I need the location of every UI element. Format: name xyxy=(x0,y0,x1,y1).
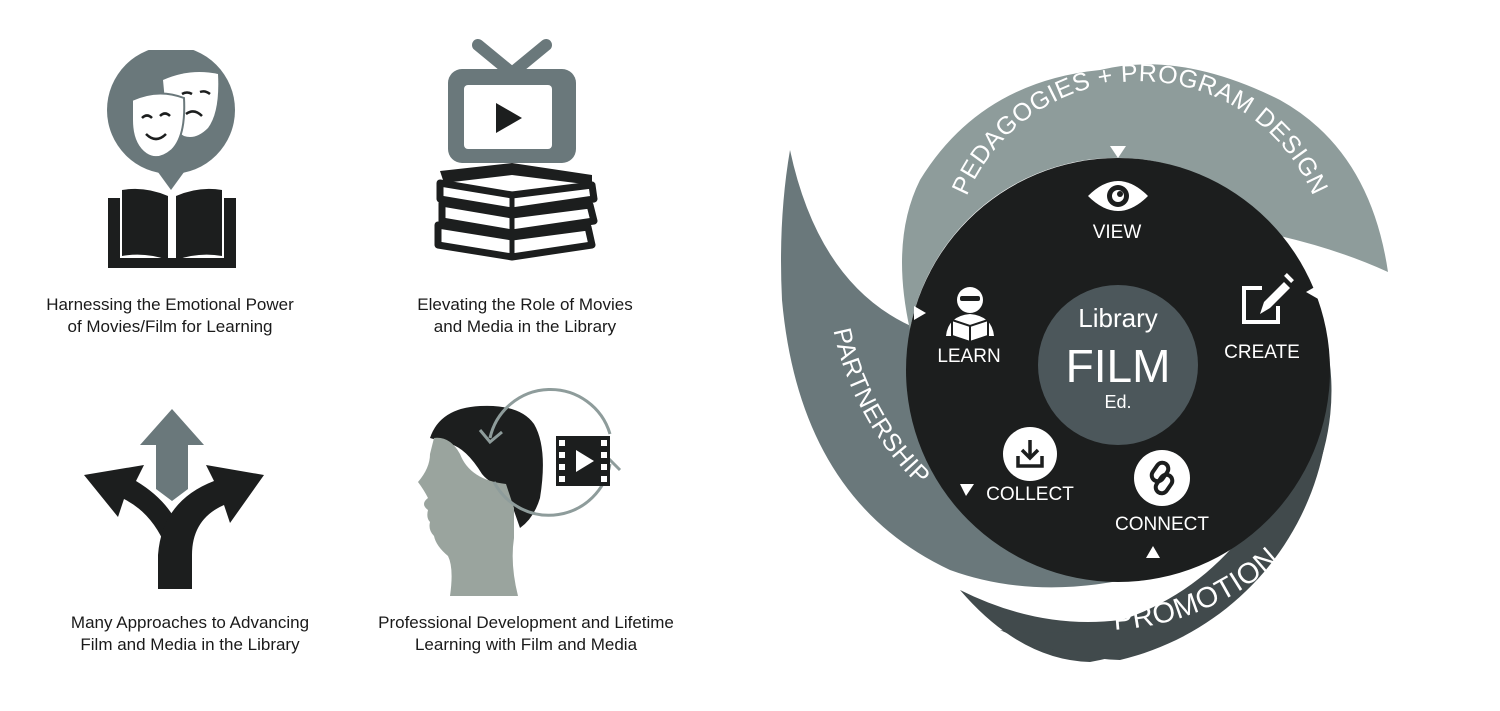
caption-line: Harnessing the Emotional Power xyxy=(46,295,294,314)
node-label-create: CREATE xyxy=(1224,342,1300,363)
caption-line: Elevating the Role of Movies xyxy=(417,295,633,314)
band-partnership xyxy=(781,150,1200,588)
cycle-arrow-collect xyxy=(960,484,974,496)
cycle-arrow-learn xyxy=(914,306,926,320)
wheel-diagram: Library FILM Ed. PEDAGOGIES + PROGRAM DE… xyxy=(781,59,1388,662)
panel-professional-development xyxy=(410,378,660,598)
node-collect: COLLECT xyxy=(986,427,1074,505)
cycle-arrow-create xyxy=(1306,284,1320,300)
node-label-connect: CONNECT xyxy=(1115,514,1209,535)
band-pedagogies xyxy=(902,64,1388,331)
node-label-collect: COLLECT xyxy=(986,484,1074,505)
caption-line: Film and Media in the Library xyxy=(80,635,300,654)
caption-many-approaches: Many Approaches to Advancing Film and Me… xyxy=(40,612,340,656)
panel-emotional-power xyxy=(60,50,320,290)
wheel-center xyxy=(1038,285,1198,445)
caption-professional-development: Professional Development and Lifetime Le… xyxy=(356,612,696,656)
tv-books-icon xyxy=(434,39,598,261)
center-line-film: FILM xyxy=(1066,340,1171,392)
branching-arrows-icon xyxy=(84,409,264,589)
caption-line: Professional Development and Lifetime xyxy=(378,613,674,632)
node-connect: CONNECT xyxy=(1115,450,1209,535)
cycle-arrow-view xyxy=(1110,146,1126,158)
caption-line: Learning with Film and Media xyxy=(414,635,638,654)
node-create: CREATE xyxy=(1224,273,1300,363)
node-label-view: VIEW xyxy=(1093,222,1142,243)
reader-icon xyxy=(946,287,994,344)
film-ed-wheel: Library FILM Ed. PEDAGOGIES + PROGRAM DE… xyxy=(760,30,1460,690)
caption-emotional-power: Harnessing the Emotional Power of Movies… xyxy=(20,294,320,338)
head-film-cycle-icon xyxy=(418,387,622,596)
node-learn: LEARN xyxy=(937,287,1001,367)
center-line-library: Library xyxy=(1078,303,1157,333)
caption-line: and Media in the Library xyxy=(433,317,617,336)
caption-elevating-role: Elevating the Role of Movies and Media i… xyxy=(370,294,680,338)
node-label-learn: LEARN xyxy=(937,346,1000,367)
edit-pencil-icon xyxy=(1242,273,1294,324)
panel-elevating-role xyxy=(420,35,620,275)
node-view: VIEW xyxy=(1088,181,1148,243)
panel-many-approaches xyxy=(80,405,280,595)
theater-masks-book-icon xyxy=(107,50,236,268)
center-line-ed: Ed. xyxy=(1104,392,1131,412)
caption-line: of Movies/Film for Learning xyxy=(67,317,273,336)
eye-icon xyxy=(1088,181,1148,211)
caption-line: Many Approaches to Advancing xyxy=(70,613,310,632)
band-promotion xyxy=(960,200,1332,662)
cycle-arrow-connect xyxy=(1146,546,1160,558)
